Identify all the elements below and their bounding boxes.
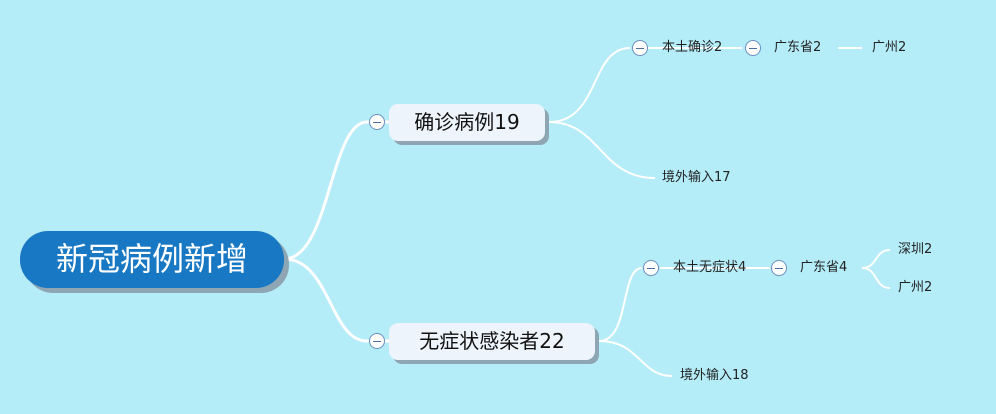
collapse-icon[interactable] bbox=[632, 40, 648, 56]
branch-asymptomatic[interactable]: 无症状感染者22 bbox=[389, 323, 595, 360]
node-asymptomatic-city-2[interactable]: 广州2 bbox=[898, 280, 933, 295]
node-confirmed-city[interactable]: 广州2 bbox=[872, 40, 907, 55]
collapse-icon[interactable] bbox=[369, 114, 385, 130]
connector-root-confirmed bbox=[283, 120, 389, 261]
node-confirmed-province[interactable]: 广东省2 bbox=[774, 40, 822, 55]
connector-asymptomatic-city-2 bbox=[861, 267, 891, 289]
connector-asymptomatic-imported bbox=[598, 340, 673, 377]
connector-confirmed-local bbox=[548, 47, 631, 123]
connector-asymptomatic-local bbox=[598, 267, 643, 342]
branch-confirmed-cases[interactable]: 确诊病例19 bbox=[389, 104, 545, 141]
collapse-icon[interactable] bbox=[771, 260, 787, 276]
root-topic[interactable]: 新冠病例新增 bbox=[20, 231, 284, 288]
connector-asymptomatic-city-1 bbox=[861, 249, 891, 269]
node-asymptomatic-city-1[interactable]: 深圳2 bbox=[898, 242, 933, 257]
collapse-icon[interactable] bbox=[643, 260, 659, 276]
collapse-icon[interactable] bbox=[745, 40, 761, 56]
collapse-icon[interactable] bbox=[369, 333, 385, 349]
node-asymptomatic-local[interactable]: 本土无症状4 bbox=[673, 260, 747, 275]
connector-root-asymptomatic bbox=[283, 257, 389, 343]
connector-confirmed-imported bbox=[548, 121, 656, 179]
node-asymptomatic-province[interactable]: 广东省4 bbox=[800, 260, 848, 275]
node-confirmed-local[interactable]: 本土确诊2 bbox=[662, 40, 723, 55]
node-asymptomatic-imported[interactable]: 境外输入18 bbox=[680, 368, 749, 383]
node-confirmed-imported[interactable]: 境外输入17 bbox=[662, 170, 731, 185]
